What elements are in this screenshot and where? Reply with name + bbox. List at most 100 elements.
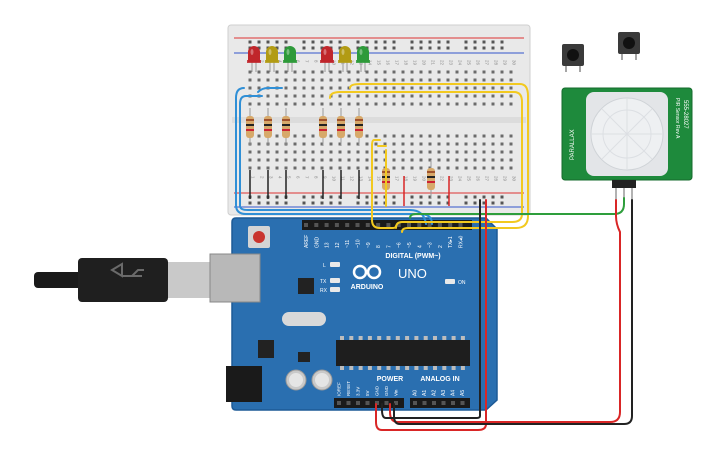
push-button[interactable] [562, 44, 584, 72]
led-rx-label: RX [320, 288, 328, 294]
rail-hole [491, 195, 495, 199]
terminal-hole [455, 86, 459, 90]
terminal-hole [464, 158, 468, 162]
column-number: 15 [377, 176, 382, 182]
terminal-hole [329, 150, 333, 154]
small-chip [298, 352, 310, 362]
model-label: UNO [398, 266, 427, 281]
header-pin [432, 401, 436, 405]
rail-hole [257, 201, 261, 205]
rail-hole [410, 195, 414, 199]
terminal-hole [410, 102, 414, 106]
terminal-hole [419, 142, 423, 146]
column-number: 20 [422, 176, 427, 182]
terminal-hole [446, 70, 450, 74]
terminal-hole [356, 94, 360, 98]
terminal-hole [365, 150, 369, 154]
terminal-hole [248, 150, 252, 154]
terminal-hole [302, 142, 306, 146]
rail-hole [482, 46, 486, 50]
header-pin [460, 401, 465, 405]
resistor-body [264, 116, 272, 138]
terminal-hole [284, 150, 288, 154]
terminal-hole [437, 134, 441, 138]
rail-hole [428, 195, 432, 199]
terminal-hole [491, 142, 495, 146]
terminal-hole [455, 78, 459, 82]
rail-hole [275, 40, 279, 44]
yellow-wire [349, 83, 529, 233]
terminal-hole [482, 158, 486, 162]
led [265, 46, 279, 72]
terminal-hole [302, 134, 306, 138]
terminal-hole [446, 150, 450, 154]
terminal-hole [482, 134, 486, 138]
terminal-hole [356, 142, 360, 146]
terminal-hole [338, 142, 342, 146]
rail-hole [419, 201, 423, 205]
chip-pin [367, 366, 372, 370]
terminal-hole [392, 86, 396, 90]
terminal-hole [338, 94, 342, 98]
chip-pin [405, 366, 410, 370]
dc-power-jack [226, 366, 262, 402]
red-wire [375, 199, 487, 431]
header-pin [375, 401, 379, 405]
terminal-hole [293, 158, 297, 162]
terminal-hole [392, 70, 396, 74]
column-number: 24 [458, 176, 463, 182]
terminal-hole [419, 86, 423, 90]
terminal-hole [410, 94, 414, 98]
terminal-hole [482, 166, 486, 170]
header-pin [365, 223, 370, 227]
column-number: 24 [458, 60, 463, 66]
terminal-hole [284, 78, 288, 82]
led [320, 46, 334, 72]
resistor [427, 160, 435, 198]
terminal-hole [446, 166, 450, 170]
terminal-hole [356, 166, 360, 170]
usb-plug-metal [168, 262, 212, 298]
terminal-hole [410, 142, 414, 146]
rail-hole [302, 201, 306, 205]
terminal-hole [374, 78, 378, 82]
terminal-hole [437, 166, 441, 170]
column-number: 18 [404, 176, 409, 182]
header-pin [334, 223, 339, 227]
terminal-hole [275, 94, 279, 98]
column-number: 6 [296, 176, 301, 179]
terminal-hole [428, 142, 432, 146]
push-button[interactable] [618, 32, 640, 60]
column-number: 22 [440, 60, 445, 66]
terminal-hole [482, 78, 486, 82]
column-number: 12 [350, 176, 355, 182]
terminal-hole [356, 70, 360, 74]
rail-hole [428, 46, 432, 50]
rail-hole [338, 201, 342, 205]
blue-wire [235, 87, 433, 225]
terminal-hole [401, 94, 405, 98]
terminal-hole [491, 94, 495, 98]
terminal-hole [266, 70, 270, 74]
digital-pin-label: TX▸1 [448, 236, 454, 248]
power-pin-label: RESET [346, 381, 351, 396]
terminal-hole [347, 158, 351, 162]
terminal-hole [293, 70, 297, 74]
terminal-hole [275, 166, 279, 170]
terminal-hole [464, 70, 468, 74]
terminal-hole [473, 86, 477, 90]
digital-pin-label: 7 [386, 245, 392, 248]
terminal-hole [383, 78, 387, 82]
terminal-hole [356, 150, 360, 154]
rail-hole [482, 40, 486, 44]
column-number: 20 [422, 60, 427, 66]
chip-pin [442, 336, 447, 340]
terminal-hole [383, 142, 387, 146]
terminal-hole [401, 78, 405, 82]
rail-hole [437, 201, 441, 205]
terminal-hole [257, 102, 261, 106]
rail-hole [356, 195, 360, 199]
terminal-hole [320, 86, 324, 90]
terminal-hole [284, 86, 288, 90]
rail-hole [365, 201, 369, 205]
